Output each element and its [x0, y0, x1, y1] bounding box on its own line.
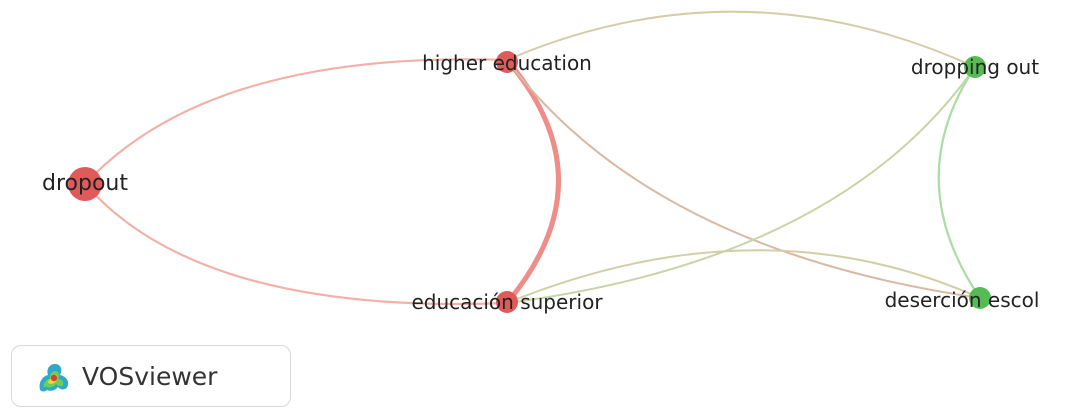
links	[83, 10, 982, 306]
link-educ-dropping	[506, 66, 976, 304]
vosviewer-badge: VOSviewer	[11, 345, 291, 407]
node-label-dropout[interactable]: dropout	[42, 171, 128, 196]
node-label-desercion-escol[interactable]: deserción escol	[884, 288, 1040, 312]
nodes	[68, 51, 991, 313]
node-dropping-out[interactable]	[964, 56, 986, 78]
link-dropout-higher	[83, 58, 509, 186]
brand-name: VOSviewer	[82, 361, 218, 391]
node-label-higher-education[interactable]: higher education	[422, 51, 592, 75]
vosviewer-logo-icon	[39, 364, 69, 392]
link-dropping-desercion	[937, 65, 982, 300]
node-dropout[interactable]	[68, 167, 102, 201]
link-higher-educ	[504, 57, 561, 306]
link-higher-desercion	[506, 59, 981, 299]
node-desercion-escol[interactable]	[969, 287, 991, 309]
link-dropout-educ	[83, 182, 509, 306]
node-label-educacion-superior[interactable]: educación superior	[411, 290, 603, 314]
link-educ-desercion	[506, 249, 981, 304]
node-educacion-superior[interactable]	[496, 291, 518, 313]
node-higher-education[interactable]	[496, 51, 518, 73]
node-label-dropping-out[interactable]: dropping out	[910, 55, 1040, 79]
link-higher-dropping	[506, 10, 976, 68]
